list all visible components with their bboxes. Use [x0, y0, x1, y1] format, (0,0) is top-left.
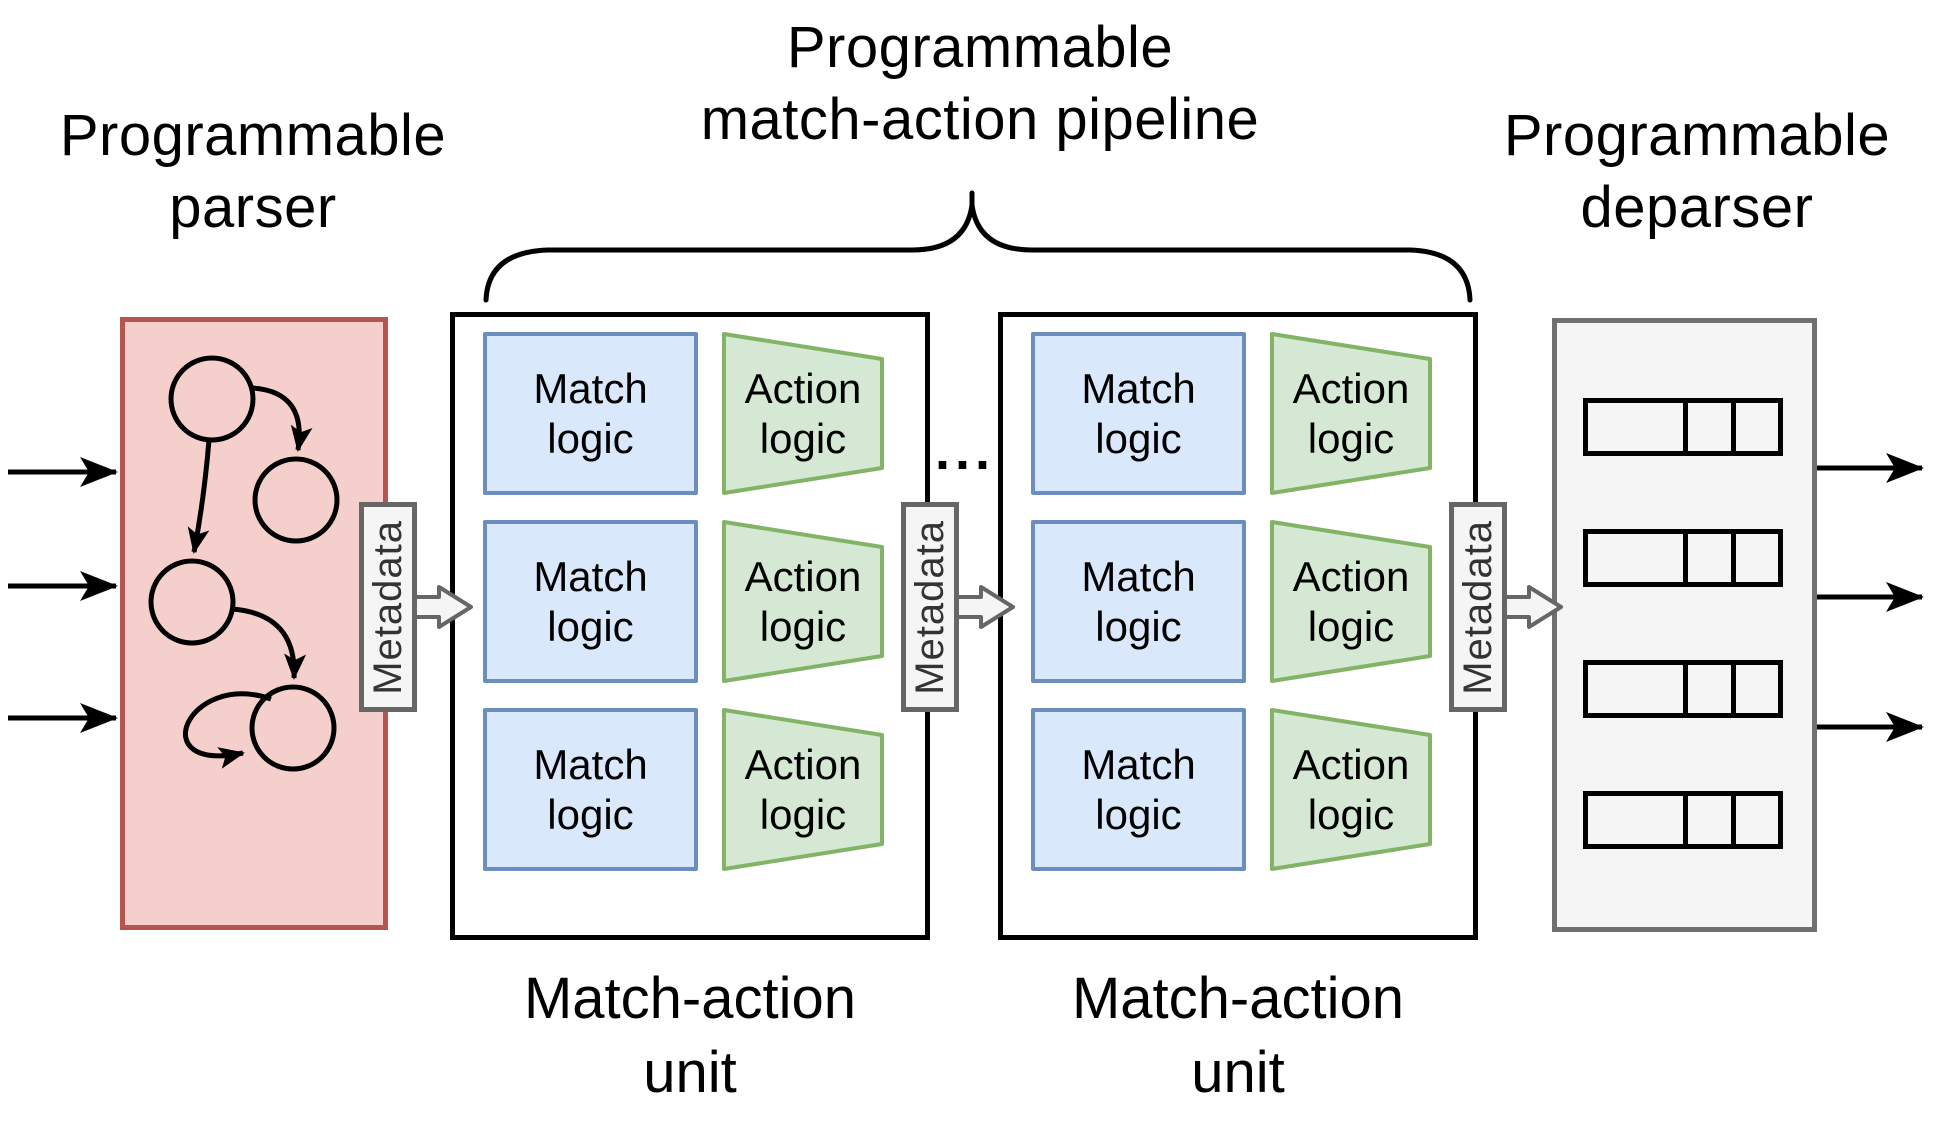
parser-state-1	[168, 355, 256, 443]
edge-1-3	[187, 439, 212, 554]
action-logic-shape: Action logic	[722, 708, 884, 871]
packet-field	[1730, 796, 1779, 844]
pipeline-brace	[483, 190, 1473, 303]
match-action-unit-caption: Match-action unit	[523, 966, 857, 1105]
packet-header-row	[1583, 398, 1783, 456]
metadata-label: Metadata	[1455, 519, 1500, 695]
packet-header-row	[1583, 791, 1783, 849]
packet-field	[1588, 534, 1683, 582]
match-action-row: Match logic Action logic	[1031, 708, 1473, 871]
edge-4-self-loop	[183, 691, 272, 769]
match-logic-box: Match logic	[483, 520, 698, 683]
action-logic-shape: Action logic	[1270, 332, 1432, 495]
packet-field	[1588, 665, 1683, 713]
action-logic-label: Action logic	[744, 552, 862, 650]
match-action-unit-1: Match logic Action logic Match logic Act…	[450, 312, 930, 940]
match-action-unit-2: Match logic Action logic Match logic Act…	[998, 312, 1478, 940]
match-logic-box: Match logic	[483, 708, 698, 871]
match-action-row: Match logic Action logic	[1031, 332, 1473, 495]
parser-box	[120, 317, 388, 930]
metadata-label: Metadata	[907, 519, 952, 695]
match-action-row: Match logic Action logic	[483, 520, 925, 683]
match-action-row: Match logic Action logic	[1031, 520, 1473, 683]
packet-field	[1730, 665, 1779, 713]
metadata-tag: Metadata	[901, 502, 959, 712]
action-logic-shape: Action logic	[1270, 520, 1432, 683]
match-action-unit-caption: Match-action unit	[1071, 966, 1405, 1105]
edge-1-2	[252, 385, 313, 452]
metadata-label: Metadata	[365, 519, 410, 695]
packet-field	[1683, 665, 1731, 713]
packet-header-row	[1583, 660, 1783, 718]
match-logic-box: Match logic	[483, 332, 698, 495]
parser-state-2	[252, 456, 340, 544]
action-logic-label: Action logic	[1292, 552, 1410, 650]
packet-field	[1683, 796, 1731, 844]
packet-field	[1683, 403, 1731, 451]
packet-field	[1588, 403, 1683, 451]
packet-field	[1683, 534, 1731, 582]
metadata-tag: Metadata	[359, 502, 417, 712]
metadata-tag: Metadata	[1449, 502, 1507, 712]
parser-state-3	[148, 558, 236, 646]
match-action-row: Match logic Action logic	[483, 332, 925, 495]
input-arrows	[8, 457, 118, 733]
metadata-arrow-icon	[409, 585, 473, 629]
edge-3-4	[231, 606, 307, 680]
packet-header-row	[1583, 529, 1783, 587]
packet-field	[1730, 534, 1779, 582]
packet-field	[1730, 403, 1779, 451]
deparser-title: Programmable deparser	[1503, 103, 1891, 240]
parser-state-4	[249, 684, 337, 772]
pipeline-ellipsis: ...	[934, 421, 995, 481]
action-logic-shape: Action logic	[1270, 708, 1432, 871]
packet-field	[1588, 796, 1683, 844]
metadata-arrow-icon	[1499, 585, 1563, 629]
parse-graph	[148, 355, 340, 772]
match-action-row: Match logic Action logic	[483, 708, 925, 871]
action-logic-label: Action logic	[1292, 364, 1410, 462]
action-logic-label: Action logic	[1292, 740, 1410, 838]
action-logic-label: Action logic	[744, 364, 862, 462]
deparser-box	[1552, 318, 1817, 932]
match-logic-box: Match logic	[1031, 332, 1246, 495]
match-logic-box: Match logic	[1031, 520, 1246, 683]
action-logic-label: Action logic	[744, 740, 862, 838]
action-logic-shape: Action logic	[722, 332, 884, 495]
action-logic-shape: Action logic	[722, 520, 884, 683]
match-logic-box: Match logic	[1031, 708, 1246, 871]
output-arrows	[1817, 453, 1924, 742]
parser-title: Programmable parser	[59, 103, 447, 240]
metadata-arrow-icon	[951, 585, 1015, 629]
pipeline-title: Programmable match-action pipeline	[700, 15, 1260, 152]
